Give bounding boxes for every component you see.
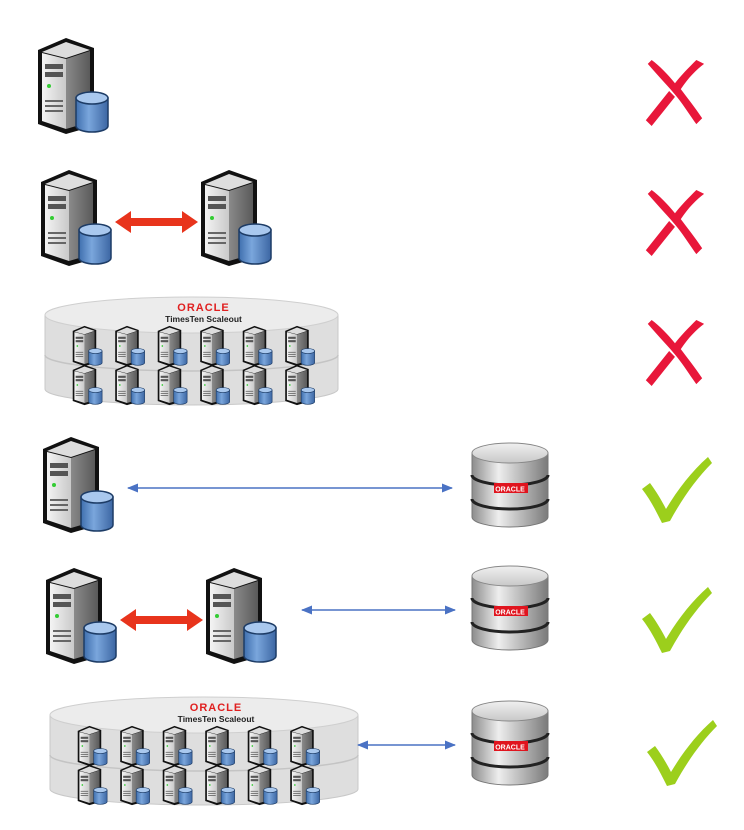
oracle-db-logo: ORACLE (495, 610, 525, 617)
check-icon (642, 457, 712, 523)
configuration-row (37, 37, 705, 135)
server-icon (45, 567, 117, 665)
replication-arrow (120, 609, 203, 631)
cross-icon (645, 59, 705, 127)
replication-arrow (115, 211, 198, 233)
configuration-row (645, 319, 705, 387)
oracle-db-logo: ORACLE (495, 487, 525, 494)
server-icon (42, 436, 114, 534)
cross-icon (645, 319, 705, 387)
oracle-db-logo: ORACLE (495, 745, 525, 752)
oracle-logo: ORACLE (177, 302, 229, 314)
oracle-database: ORACLE (470, 564, 550, 652)
database-cylinder-icon (470, 699, 550, 787)
check-icon (642, 587, 712, 653)
check-icon (647, 720, 717, 786)
configuration-row (42, 436, 712, 534)
scaleout-label: TimesTen Scaleout (178, 714, 255, 724)
server-icon (40, 169, 112, 267)
oracle-database: ORACLE (470, 699, 550, 787)
scaleout-label: TimesTen Scaleout (165, 314, 242, 324)
cross-icon (645, 189, 705, 257)
server-icon (205, 567, 277, 665)
database-cylinder-icon (470, 441, 550, 529)
oracle-logo: ORACLE (190, 702, 242, 714)
database-cylinder-icon (470, 564, 550, 652)
configuration-row (647, 720, 717, 786)
oracle-database: ORACLE (470, 441, 550, 529)
server-icon (200, 169, 272, 267)
server-icon (37, 37, 109, 135)
